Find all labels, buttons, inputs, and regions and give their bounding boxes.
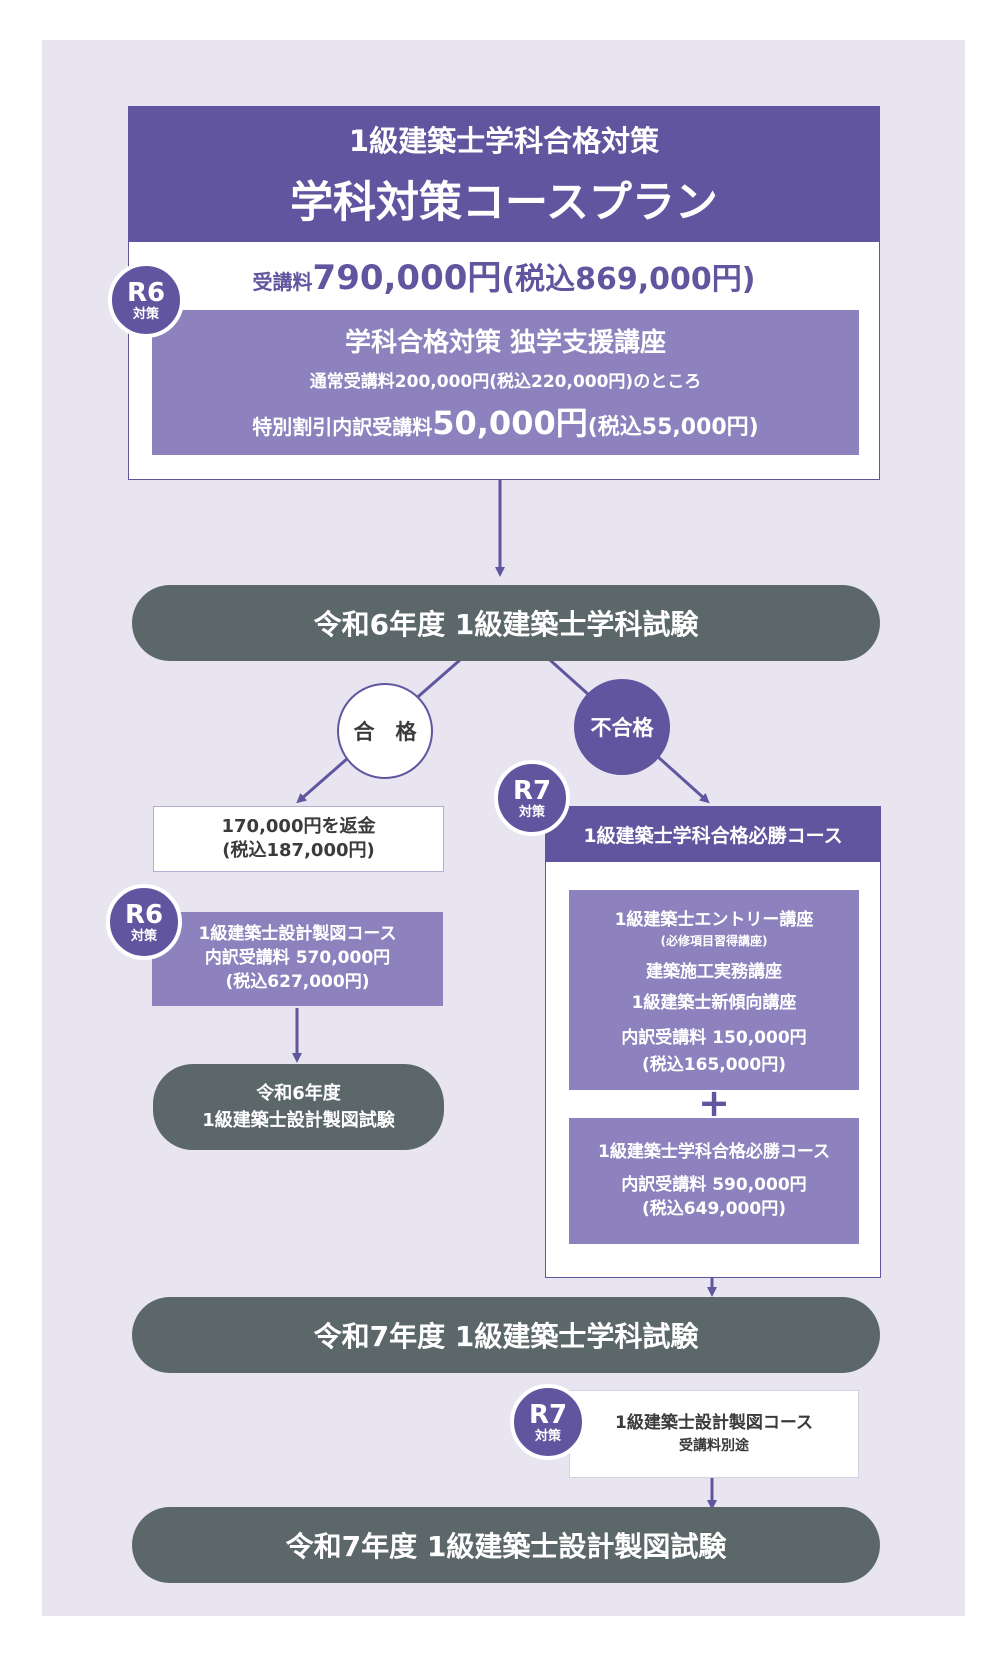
seizu-r7-box: 1級建築士設計製図コース 受講料別途 bbox=[569, 1390, 859, 1478]
badge-r6-top: R6 対策 bbox=[108, 262, 184, 338]
badge-r6-left-label: R6 bbox=[124, 899, 164, 930]
badge-r7-bottom: R7 対策 bbox=[510, 1384, 586, 1460]
badge-r7-right-suffix: 対策 bbox=[518, 804, 545, 820]
entry-line5: 内訳受講料 150,000円 bbox=[621, 1028, 807, 1048]
support-box: 学科合格対策 独学支援講座 通常受講料200,000円(税込220,000円)の… bbox=[152, 310, 859, 455]
pass-circle: 合 格 bbox=[337, 683, 433, 779]
exam-r7-seizu-label: 令和7年度 1級建築士設計製図試験 bbox=[285, 1530, 727, 1563]
exam-r6-gakka: 令和6年度 1級建築士学科試験 bbox=[132, 585, 880, 661]
exam-r7-gakka: 令和7年度 1級建築士学科試験 bbox=[132, 1297, 880, 1373]
badge-r7-bottom-label: R7 bbox=[528, 1399, 568, 1430]
pass-label: 合 格 bbox=[353, 720, 417, 744]
support-special: 特別割引内訳受講料 50,000円 (税込55,000円) bbox=[252, 398, 759, 444]
fail-circle: 不合格 bbox=[574, 679, 670, 775]
hissho-course-line3: (税込649,000円) bbox=[642, 1199, 786, 1220]
seizu-r6-line1: 1級建築士設計製図コース bbox=[198, 924, 397, 945]
plus-sign-label: + bbox=[698, 1081, 730, 1125]
exam-r7-gakka-label: 令和7年度 1級建築士学科試験 bbox=[313, 1320, 699, 1353]
hissho-course-line1: 1級建築士学科合格必勝コース bbox=[598, 1142, 830, 1163]
refund-box: 170,000円を返金 (税込187,000円) bbox=[153, 806, 444, 872]
exam-r6-gakka-label: 令和6年度 1級建築士学科試験 bbox=[313, 608, 699, 641]
badge-r7-right-label: R7 bbox=[512, 775, 552, 806]
exam-r6-seizu-line1: 令和6年度 bbox=[256, 1083, 341, 1104]
exam-r7-seizu: 令和7年度 1級建築士設計製図試験 bbox=[132, 1507, 880, 1583]
entry-line4: 1級建築士新傾向講座 bbox=[631, 993, 797, 1013]
entry-line2: (必修項目習得講座) bbox=[660, 934, 768, 948]
badge-r6-left: R6 対策 bbox=[106, 884, 182, 960]
exam-r6-seizu-line2: 1級建築士設計製図試験 bbox=[202, 1110, 395, 1131]
seizu-r6-line2: 内訳受講料 570,000円 bbox=[204, 948, 391, 969]
hissho-course-box: 1級建築士学科合格必勝コース 内訳受講料 590,000円 (税込649,000… bbox=[569, 1118, 859, 1244]
plan-fee-amount: 790,000円 bbox=[312, 258, 502, 298]
plan-subtitle: 1級建築士学科合格対策 bbox=[348, 124, 660, 158]
badge-r7-right: R7 対策 bbox=[494, 760, 570, 836]
support-special-tax: (税込55,000円) bbox=[587, 414, 759, 440]
seizu-r7-line1: 1級建築士設計製図コース bbox=[615, 1412, 813, 1433]
entry-box: 1級建築士エントリー講座 (必修項目習得講座) 建築施工実務講座 1級建築士新傾… bbox=[569, 890, 859, 1090]
hissho-course-line2: 内訳受講料 590,000円 bbox=[621, 1174, 807, 1195]
badge-r6-top-label: R6 bbox=[126, 277, 166, 308]
hissho-header-label: 1級建築士学科合格必勝コース bbox=[583, 824, 843, 847]
refund-line2: (税込187,000円) bbox=[222, 840, 375, 861]
support-title: 学科合格対策 独学支援講座 bbox=[344, 327, 667, 358]
support-special-amount: 50,000円 bbox=[432, 403, 588, 442]
entry-line1: 1級建築士エントリー講座 bbox=[614, 910, 814, 930]
badge-r6-top-suffix: 対策 bbox=[132, 306, 159, 322]
plan-fee-tax: (税込869,000円) bbox=[501, 262, 756, 297]
hissho-header: 1級建築士学科合格必勝コース bbox=[545, 806, 881, 862]
support-special-prefix: 特別割引内訳受講料 bbox=[252, 414, 433, 439]
seizu-r6-box: 1級建築士設計製図コース 内訳受講料 570,000円 (税込627,000円) bbox=[152, 912, 443, 1006]
badge-r6-left-suffix: 対策 bbox=[130, 928, 157, 944]
refund-line1: 170,000円を返金 bbox=[221, 815, 376, 837]
seizu-r6-line3: (税込627,000円) bbox=[225, 971, 370, 992]
plan-header: 1級建築士学科合格対策 学科対策コースプラン bbox=[128, 106, 880, 242]
fail-label: 不合格 bbox=[590, 716, 654, 740]
badge-r7-bottom-suffix: 対策 bbox=[534, 1428, 561, 1444]
plus-sign: + bbox=[690, 1084, 738, 1122]
entry-line6: (税込165,000円) bbox=[642, 1055, 786, 1075]
plan-fee: 受講料 790,000円 (税込869,000円) bbox=[128, 250, 880, 300]
seizu-r7-line2: 受講料別途 bbox=[679, 1438, 749, 1455]
entry-line3: 建築施工実務講座 bbox=[646, 962, 782, 982]
exam-r6-seizu: 令和6年度 1級建築士設計製図試験 bbox=[153, 1064, 444, 1150]
plan-title: 学科対策コースプラン bbox=[290, 178, 718, 228]
support-normal: 通常受講料200,000円(税込220,000円)のところ bbox=[309, 371, 702, 392]
plan-fee-prefix: 受講料 bbox=[252, 270, 313, 294]
